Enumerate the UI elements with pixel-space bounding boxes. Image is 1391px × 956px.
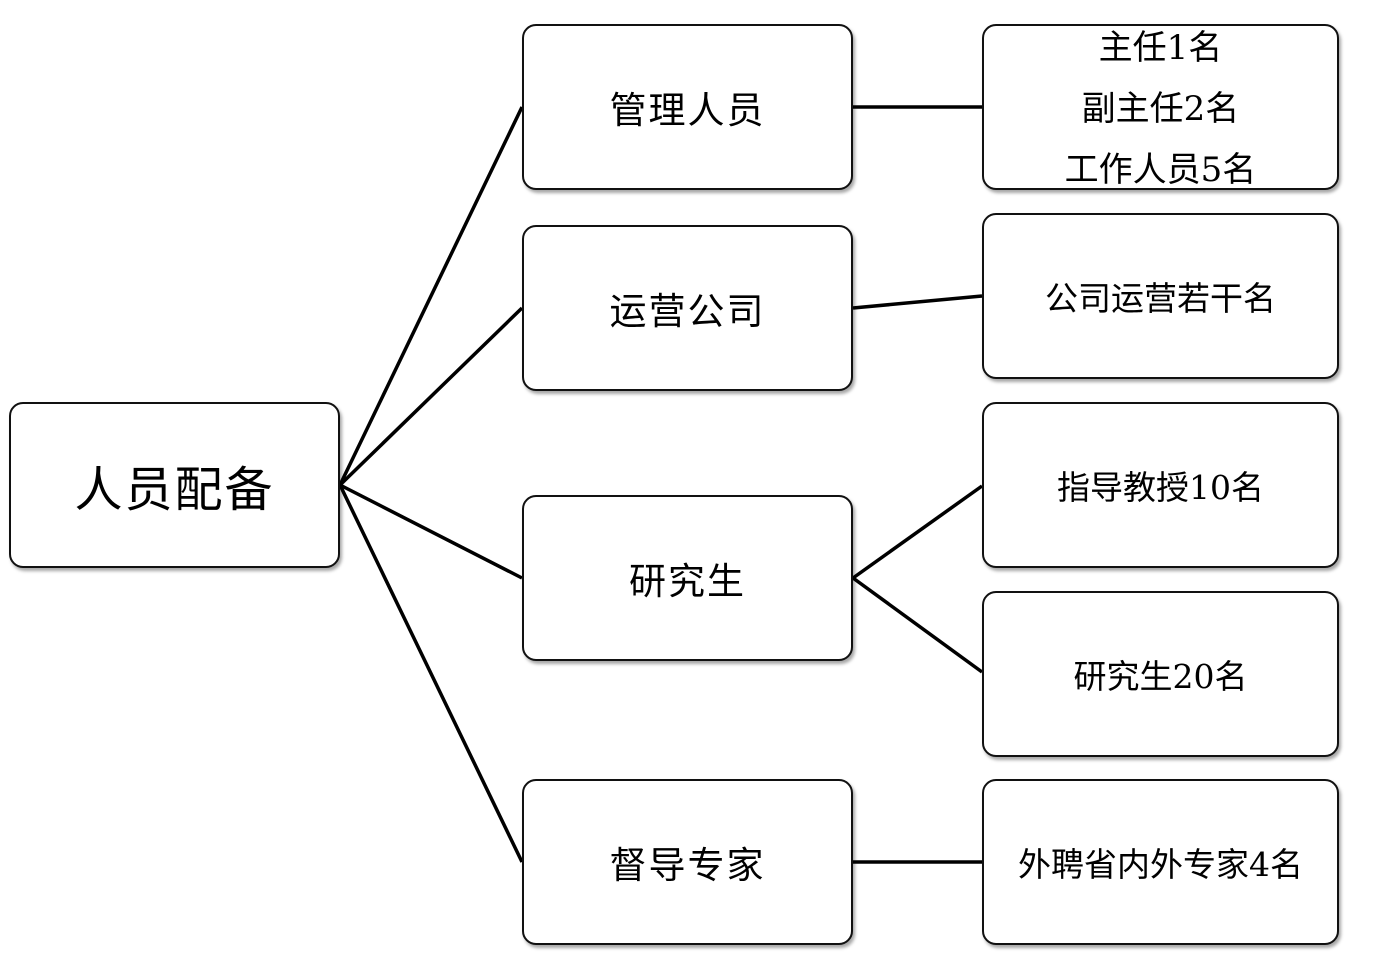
- leaf-professors: 指导教授10名: [982, 402, 1339, 568]
- link-operations-detail: [852, 294, 983, 310]
- node-management: 管理人员: [522, 24, 853, 190]
- link-graduate-professors: [851, 484, 984, 580]
- leaf-management-staff: 主任1名 副主任2名 工作人员5名: [982, 24, 1339, 190]
- leaf-graduate-students: 研究生20名: [982, 591, 1339, 757]
- root-label: 人员配备: [74, 462, 275, 518]
- node-supervisors-label: 督导专家: [609, 844, 766, 887]
- leaf-professors-label: 指导教授10名: [1057, 468, 1264, 507]
- link-root-operations: [338, 306, 524, 487]
- leaf-line-director: 主任1名: [1098, 28, 1223, 68]
- leaf-external-experts: 外聘省内外专家4名: [982, 779, 1339, 945]
- node-supervisors: 督导专家: [522, 779, 853, 945]
- node-graduate-label: 研究生: [629, 560, 746, 603]
- leaf-line-workers: 工作人员5名: [1064, 150, 1257, 190]
- leaf-line-deputy-director: 副主任2名: [1081, 89, 1240, 129]
- node-management-label: 管理人员: [609, 89, 766, 132]
- leaf-operations-staff: 公司运营若干名: [982, 213, 1339, 379]
- link-graduate-students: [851, 576, 984, 674]
- node-graduate: 研究生: [522, 495, 853, 661]
- leaf-external-experts-label: 外聘省内外专家4名: [1018, 845, 1303, 884]
- leaf-operations-label: 公司运营若干名: [1045, 279, 1276, 318]
- link-root-supervisors: [338, 484, 524, 863]
- leaf-graduate-students-label: 研究生20名: [1073, 657, 1248, 696]
- link-root-management: [338, 106, 524, 486]
- node-operations-label: 运营公司: [609, 290, 766, 333]
- node-operations: 运营公司: [522, 225, 853, 391]
- link-root-graduate: [339, 483, 523, 580]
- root-node: 人员配备: [9, 402, 340, 568]
